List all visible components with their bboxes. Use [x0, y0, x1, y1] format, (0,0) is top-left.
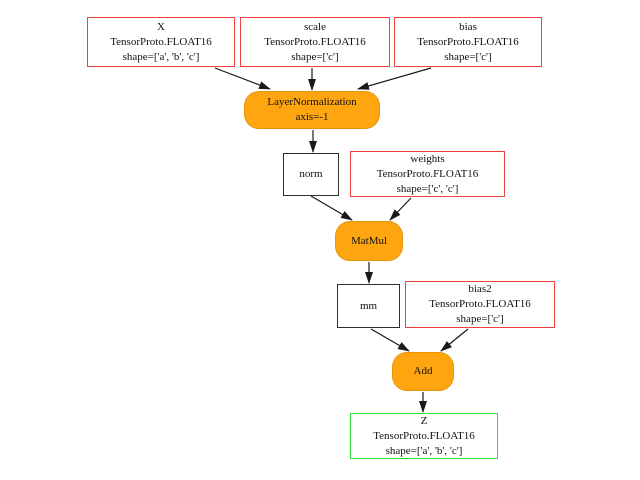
- tensor-dtype: TensorProto.FLOAT16: [417, 35, 519, 48]
- value-node-norm: norm: [283, 153, 339, 196]
- tensor-node-z: Z TensorProto.FLOAT16 shape=['a', 'b', '…: [350, 413, 498, 459]
- tensor-name: X: [157, 20, 165, 33]
- edge-bias2-to-add: [440, 328, 469, 352]
- tensor-name: Z: [420, 414, 428, 427]
- tensor-shape: shape=['a', 'b', 'c']: [122, 50, 200, 63]
- tensor-dtype: TensorProto.FLOAT16: [264, 35, 366, 48]
- tensor-node-scale: scale TensorProto.FLOAT16 shape=['c']: [240, 17, 390, 67]
- tensor-name: weights: [410, 152, 445, 165]
- edge-weights-to-matmul: [389, 197, 412, 221]
- op-label: LayerNormalization: [267, 96, 357, 108]
- edge-x-to-layernorm: [214, 67, 271, 90]
- edge-norm-to-matmul: [310, 195, 353, 221]
- value-label: norm: [299, 168, 323, 180]
- op-label: Add: [413, 365, 433, 377]
- tensor-name: bias2: [468, 283, 492, 295]
- tensor-node-x: X TensorProto.FLOAT16 shape=['a', 'b', '…: [87, 17, 235, 67]
- tensor-dtype: TensorProto.FLOAT16: [429, 298, 531, 310]
- tensor-name: scale: [304, 20, 326, 33]
- tensor-shape: shape=['c']: [291, 50, 339, 63]
- op-node-add: Add: [392, 352, 454, 391]
- op-node-layernormalization: LayerNormalization axis=-1: [244, 91, 380, 129]
- tensor-node-bias: bias TensorProto.FLOAT16 shape=['c']: [394, 17, 542, 67]
- tensor-dtype: TensorProto.FLOAT16: [373, 429, 475, 442]
- tensor-name: bias: [459, 20, 477, 33]
- edge-bias-to-layernorm: [357, 67, 432, 90]
- op-node-matmul: MatMul: [335, 221, 403, 261]
- tensor-shape: shape=['c']: [444, 50, 492, 63]
- tensor-shape: shape=['c', 'c']: [396, 182, 459, 195]
- tensor-node-bias2: bias2 TensorProto.FLOAT16 shape=['c']: [405, 281, 555, 328]
- tensor-shape: shape=['a', 'b', 'c']: [385, 444, 463, 457]
- value-label: mm: [359, 299, 378, 312]
- edge-mm-to-add: [370, 328, 410, 352]
- tensor-shape: shape=['c']: [456, 313, 504, 325]
- value-node-mm: mm: [337, 284, 400, 328]
- op-attr: axis=-1: [295, 111, 329, 123]
- tensor-dtype: TensorProto.FLOAT16: [376, 167, 479, 180]
- tensor-node-weights: weights TensorProto.FLOAT16 shape=['c', …: [350, 151, 505, 197]
- tensor-dtype: TensorProto.FLOAT16: [110, 35, 212, 48]
- op-label: MatMul: [350, 234, 388, 247]
